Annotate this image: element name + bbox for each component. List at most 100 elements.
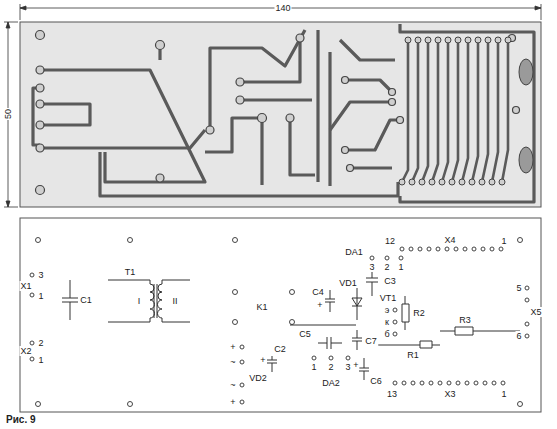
bus-trace	[482, 40, 488, 182]
bus-trace	[432, 40, 438, 182]
winding-label: II	[171, 296, 178, 306]
polarity-mark: ~	[229, 380, 236, 390]
pad	[479, 179, 485, 185]
bus-trace	[422, 40, 428, 182]
part-name: DA1	[344, 247, 364, 257]
copper-pads	[36, 31, 520, 195]
bus-trace	[442, 40, 448, 182]
pad	[465, 37, 471, 43]
bus-trace	[402, 40, 408, 182]
part-name: K1	[255, 302, 268, 312]
pad	[455, 37, 461, 43]
x3-hole	[492, 381, 496, 385]
part-name: X1	[19, 281, 32, 291]
x4-hole	[481, 247, 485, 251]
pad	[459, 179, 465, 185]
x3-hole	[411, 381, 415, 385]
pad	[449, 179, 455, 185]
pad	[425, 37, 431, 43]
pin-number: 6	[515, 331, 522, 341]
bus-traces	[402, 40, 508, 182]
x4-hole	[499, 247, 503, 251]
pad	[435, 37, 441, 43]
part-name: DA2	[321, 378, 341, 388]
x3-hole	[429, 381, 433, 385]
x3-hole	[447, 381, 451, 385]
copper-traces	[33, 24, 534, 202]
part-name: R2	[412, 308, 426, 318]
connector-pads	[399, 37, 511, 185]
polarity-mark: +	[352, 360, 359, 370]
dimension: 50	[3, 108, 13, 120]
pad	[439, 179, 445, 185]
pad	[405, 37, 411, 43]
part-name: VT1	[379, 293, 398, 303]
bus-trace	[472, 40, 478, 182]
bus-trace	[462, 40, 468, 182]
part-name: R3	[458, 315, 472, 325]
mounting-holes	[30, 238, 529, 407]
x3-hole	[483, 381, 487, 385]
part-name: X4	[443, 235, 456, 245]
bus-trace	[452, 40, 458, 182]
winding-label: I	[137, 296, 142, 306]
x4-hole	[409, 247, 413, 251]
x3-hole	[501, 381, 505, 385]
part-name: VD1	[338, 278, 358, 288]
mounting-pad	[519, 147, 533, 173]
x3-hole	[465, 381, 469, 385]
pin-number: 12	[384, 236, 396, 246]
x3-hole	[456, 381, 460, 385]
bus-trace	[492, 40, 498, 182]
x4-hole	[436, 247, 440, 251]
pin-number: 2	[327, 362, 334, 372]
mounting-pad	[519, 59, 533, 85]
bus-trace	[502, 40, 508, 182]
pad	[485, 37, 491, 43]
pin-number: 1	[37, 291, 44, 301]
part-name: X5	[529, 307, 542, 317]
x3-hole	[420, 381, 424, 385]
pin-number: 1	[397, 262, 404, 272]
pad	[429, 179, 435, 185]
pin-number: 3	[37, 270, 44, 280]
x4-hole	[427, 247, 431, 251]
pin-number: 1	[37, 355, 44, 365]
part-name: C1	[79, 295, 93, 305]
pin-number: 1	[500, 236, 507, 246]
figure-caption: Рис. 9	[6, 414, 36, 425]
pad	[495, 37, 501, 43]
x4-hole	[418, 247, 422, 251]
pad	[499, 179, 505, 185]
polarity-mark: ~	[229, 357, 236, 367]
pad	[489, 179, 495, 185]
x4-hole	[445, 247, 449, 251]
polarity-mark: +	[229, 342, 236, 352]
pin-number: 5	[515, 283, 522, 293]
polarity-mark: +	[229, 397, 236, 407]
pad	[475, 37, 481, 43]
x3-hole	[402, 381, 406, 385]
x4-hole	[454, 247, 458, 251]
part-name: T1	[124, 267, 137, 277]
part-name: C6	[369, 376, 383, 386]
pin-number: 2	[383, 262, 390, 272]
pad	[505, 37, 511, 43]
pad	[469, 179, 475, 185]
part-name: C3	[383, 276, 397, 286]
pin-number: 3	[344, 362, 351, 372]
connector-holes	[393, 247, 505, 385]
pad	[445, 37, 451, 43]
x4-hole	[472, 247, 476, 251]
pin-number: 1	[310, 362, 317, 372]
x4-hole	[490, 247, 494, 251]
pad	[419, 179, 425, 185]
pin-name: б	[383, 329, 390, 339]
part-name: C5	[298, 329, 312, 339]
part-name: C4	[311, 287, 325, 297]
pad	[415, 37, 421, 43]
board-outline	[20, 218, 541, 412]
x3-hole	[438, 381, 442, 385]
part-name: R1	[406, 350, 420, 360]
